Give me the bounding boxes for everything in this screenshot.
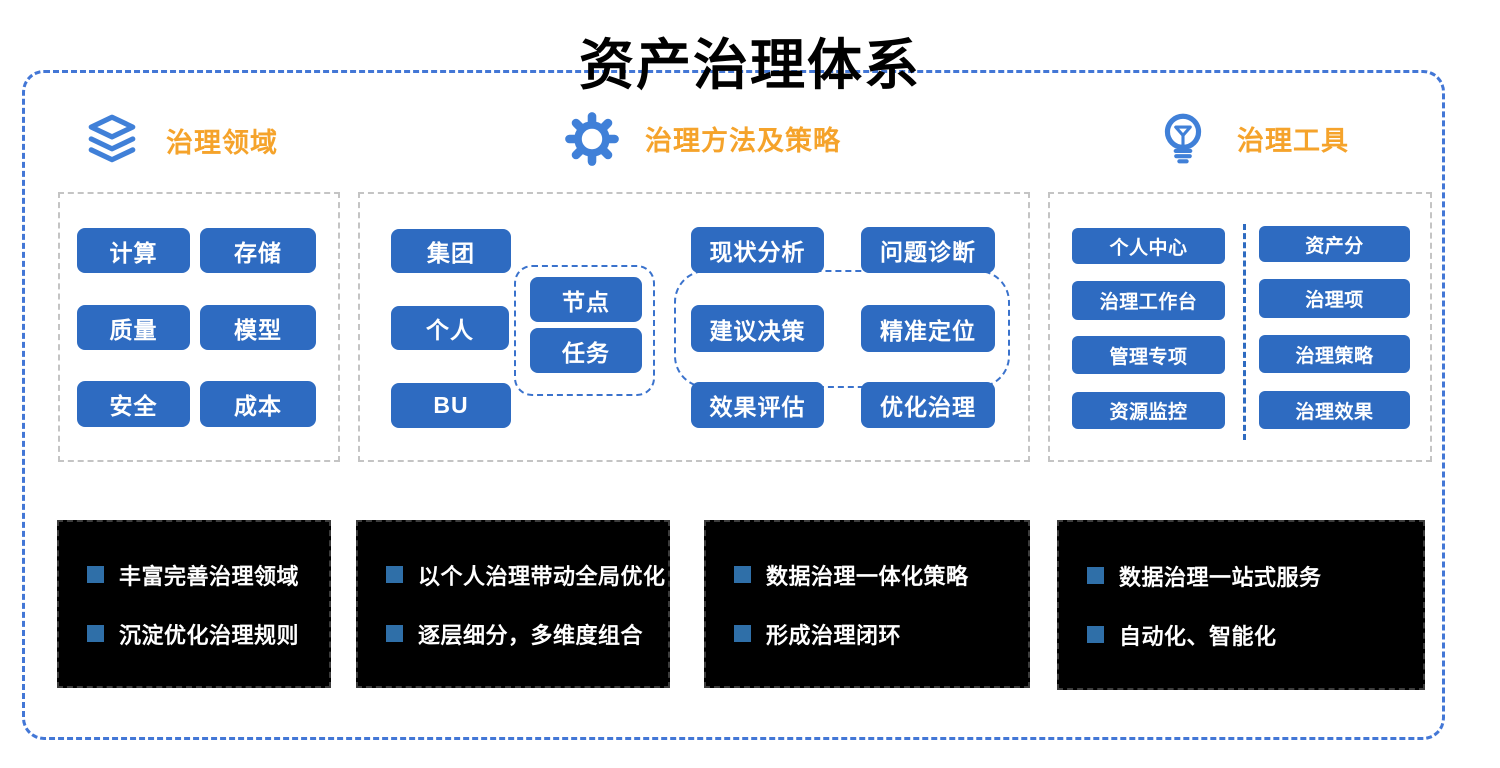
summary-text: 数据治理一站式服务 [1119, 564, 1322, 590]
tools-divider-line [1243, 224, 1246, 440]
bullet-square-icon [1087, 567, 1104, 584]
section-header-tools: 治理工具 [1155, 110, 1349, 166]
suggestion-decision-chip: 建议决策 [691, 305, 824, 352]
summary-item: 沉淀优化治理规则 [87, 618, 329, 650]
personal-center-chip: 个人中心 [1072, 228, 1225, 264]
bullet-square-icon [1087, 626, 1104, 643]
precise-positioning-chip: 精准定位 [861, 305, 995, 352]
bullet-square-icon [386, 625, 403, 642]
security-chip: 安全 [77, 381, 190, 427]
bullet-square-icon [87, 625, 104, 642]
personal-chip: 个人 [391, 306, 509, 350]
optimize-governance-chip: 优化治理 [861, 382, 995, 428]
summary-item: 形成治理闭环 [734, 618, 1028, 650]
summary-item: 数据治理一体化策略 [734, 559, 1028, 591]
section-header-methods: 治理方法及策略 [563, 110, 841, 166]
domain-panel: 计算 存储 质量 模型 安全 成本 [58, 192, 340, 462]
node-task-group-border [514, 265, 655, 396]
storage-chip: 存储 [200, 228, 316, 273]
model-chip: 模型 [200, 305, 316, 350]
governance-item-chip: 治理项 [1259, 279, 1410, 318]
governance-workbench-chip: 治理工作台 [1072, 281, 1225, 320]
summary-text: 沉淀优化治理规则 [119, 622, 300, 648]
quality-chip: 质量 [77, 305, 190, 350]
summary-item: 数据治理一站式服务 [1087, 560, 1423, 592]
methods-panel: 集团 个人 BU 节点 任务 现状分析 问题诊断 建议决策 精准定位 效果评估 … [358, 192, 1030, 462]
summary-item: 自动化、智能化 [1087, 619, 1423, 651]
summary-text: 丰富完善治理领域 [119, 563, 300, 589]
asset-score-chip: 资产分 [1259, 226, 1410, 262]
summary-text: 以个人治理带动全局优化 [418, 563, 666, 589]
page-title: 资产治理体系 [578, 34, 921, 96]
status-analysis-chip: 现状分析 [691, 227, 824, 273]
problem-diagnosis-chip: 问题诊断 [861, 227, 995, 273]
gear-icon [563, 110, 619, 166]
bulb-icon [1155, 110, 1211, 166]
summary-text: 自动化、智能化 [1119, 623, 1277, 649]
management-special-chip: 管理专项 [1072, 336, 1225, 374]
tools-panel: 个人中心 治理工作台 管理专项 资源监控 资产分 治理项 治理策略 治理效果 [1048, 192, 1432, 462]
governance-effect-chip: 治理效果 [1259, 391, 1410, 429]
cost-chip: 成本 [200, 381, 316, 427]
node-chip: 节点 [530, 277, 642, 322]
bullet-square-icon [386, 566, 403, 583]
summary-text: 形成治理闭环 [766, 622, 902, 648]
summary-card-strategy: 数据治理一体化策略 形成治理闭环 [704, 520, 1030, 688]
compute-chip: 计算 [77, 228, 190, 273]
bu-chip: BU [391, 383, 511, 428]
bullet-square-icon [734, 566, 751, 583]
task-chip: 任务 [530, 328, 642, 373]
summary-item: 逐层细分，多维度组合 [386, 618, 668, 650]
effect-evaluation-chip: 效果评估 [691, 382, 824, 428]
layers-icon [84, 112, 140, 168]
summary-item: 丰富完善治理领域 [87, 559, 329, 591]
summary-card-domain: 丰富完善治理领域 沉淀优化治理规则 [57, 520, 331, 688]
summary-item: 以个人治理带动全局优化 [386, 559, 668, 591]
resource-monitor-chip: 资源监控 [1072, 392, 1225, 429]
section-heading-domain: 治理领域 [166, 127, 278, 158]
bullet-square-icon [87, 566, 104, 583]
summary-text: 逐层细分，多维度组合 [418, 622, 644, 648]
bullet-square-icon [734, 625, 751, 642]
section-heading-methods: 治理方法及策略 [645, 125, 841, 156]
process-loop-border [674, 270, 1010, 388]
section-header-domain: 治理领域 [84, 112, 278, 168]
summary-card-methods: 以个人治理带动全局优化 逐层细分，多维度组合 [356, 520, 670, 688]
outer-dashed-border [22, 70, 1445, 740]
group-chip: 集团 [391, 229, 511, 273]
summary-card-tools: 数据治理一站式服务 自动化、智能化 [1057, 520, 1425, 690]
governance-strategy-chip: 治理策略 [1259, 335, 1410, 373]
section-heading-tools: 治理工具 [1237, 125, 1349, 156]
summary-text: 数据治理一体化策略 [766, 563, 969, 589]
